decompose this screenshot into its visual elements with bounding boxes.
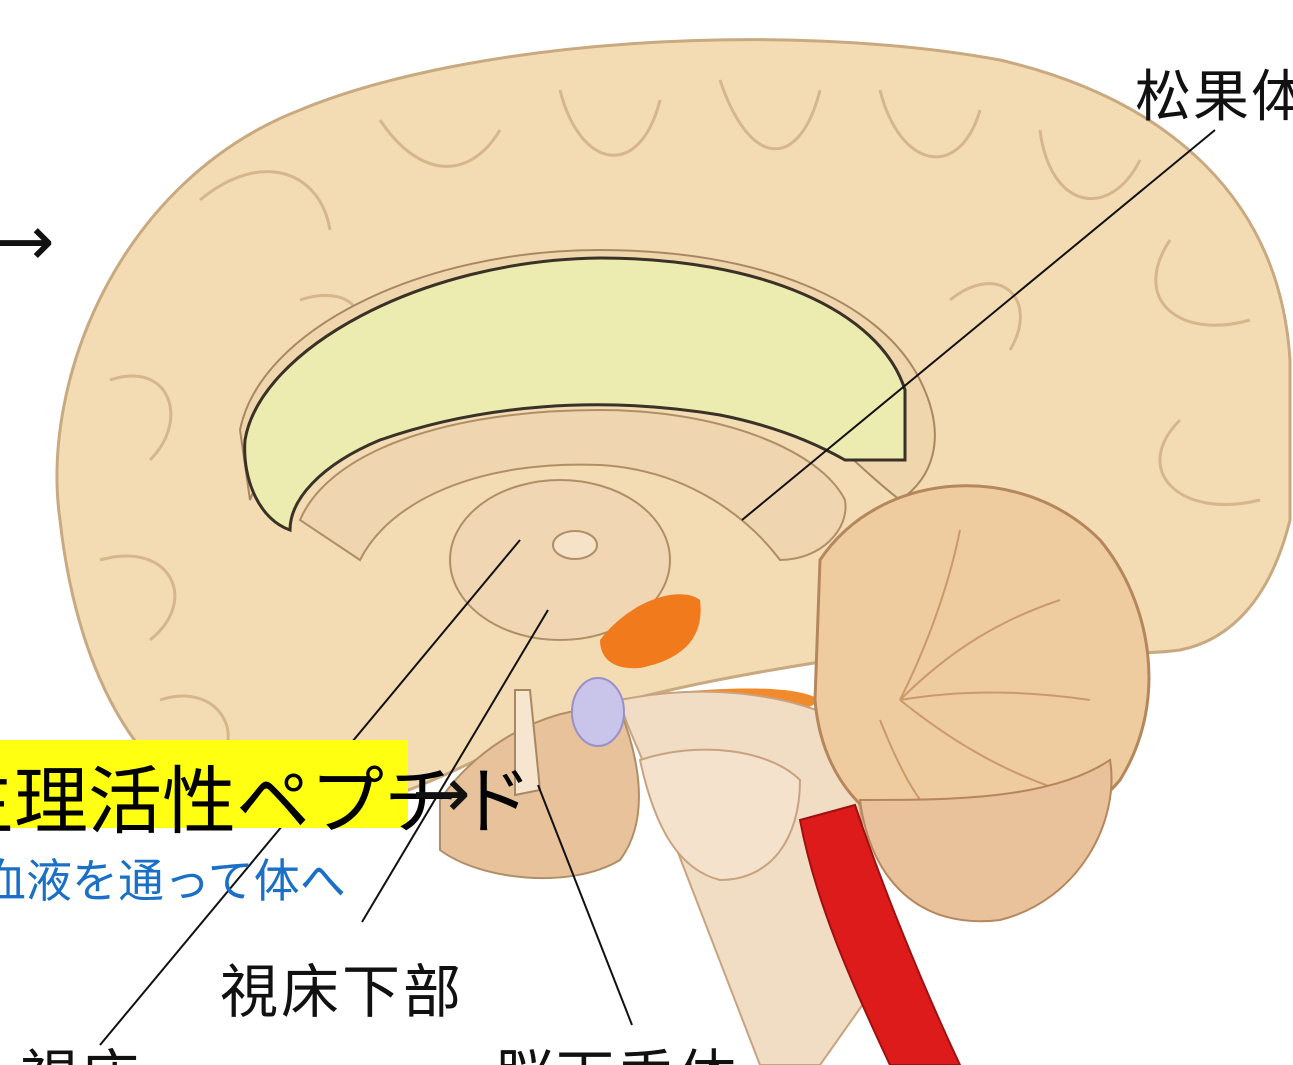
pituitary-gland <box>572 678 624 746</box>
blood-note: 血液を通って体へ <box>0 845 346 911</box>
arrow-mid: → <box>412 752 471 834</box>
thalamus-label: 視床 <box>20 1030 142 1065</box>
arrow-left-top: → <box>0 200 55 282</box>
pineal-label: 松果体 <box>1135 52 1293 133</box>
hypothalamus-label: 視床下部 <box>220 945 464 1029</box>
pituitary-label: 脳下垂体 <box>495 1030 739 1065</box>
interthalamic-adhesion <box>553 531 597 559</box>
